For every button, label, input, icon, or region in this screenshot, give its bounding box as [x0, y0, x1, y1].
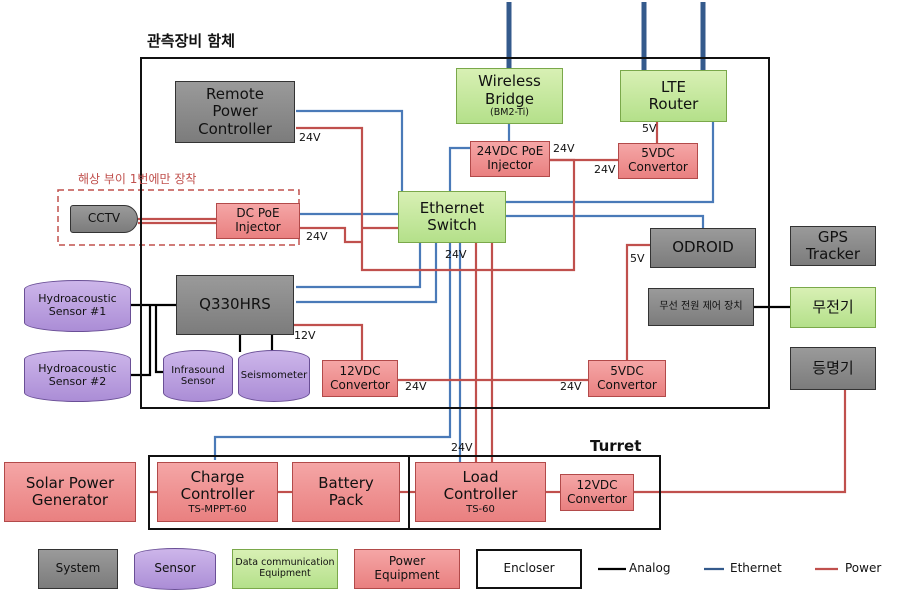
- load-controller-label: Load Controller: [443, 468, 518, 504]
- legend-sensor: Sensor: [134, 548, 216, 590]
- voltage-label: 5V: [642, 122, 657, 135]
- voltage-label: 24V: [445, 248, 467, 261]
- wireless-bridge-model: (BM2-Ti): [490, 106, 529, 118]
- voltage-label: 24V: [405, 380, 427, 393]
- convertor-12vdc-turret: 12VDC Convertor: [560, 474, 634, 511]
- voltage-label: 24V: [306, 230, 328, 243]
- analog-lines: [131, 303, 790, 377]
- legend-analog-label: Analog: [629, 561, 671, 575]
- legend-encloser: Encloser: [476, 549, 582, 589]
- charge-controller-label: Charge Controller: [180, 468, 255, 504]
- beacon-light: 등명기: [790, 347, 876, 390]
- wireless-bridge-label: Wireless Bridge: [478, 72, 541, 108]
- convertor-12vdc-mid: 12VDC Convertor: [322, 360, 398, 397]
- legend-data-communication: Data communication Equipment: [232, 549, 338, 589]
- voltage-label: 24V: [553, 142, 575, 155]
- charge-controller-model: TS-MPPT-60: [188, 503, 247, 515]
- turret-title: Turret: [590, 437, 642, 455]
- charge-controller: Charge Controller TS-MPPT-60: [157, 462, 278, 522]
- voltage-label: 24V: [560, 380, 582, 393]
- load-controller: Load Controller TS-60: [415, 462, 546, 522]
- voltage-label: 5V: [630, 252, 645, 265]
- battery-pack: Battery Pack: [292, 462, 400, 522]
- voltage-label: 12V: [294, 329, 316, 342]
- odroid: ODROID: [650, 228, 756, 268]
- radio: 무전기: [790, 287, 876, 328]
- buoy-note: 해상 부이 1번에만 장착: [78, 172, 197, 186]
- hydroacoustic-sensor-2: Hydroacoustic Sensor #2: [24, 350, 131, 402]
- q330hrs: Q330HRS: [176, 275, 294, 335]
- buoy-note-dashed-box: [57, 189, 300, 246]
- wireless-power-control-unit: 무선 전원 제어 장치: [648, 288, 754, 326]
- gps-tracker: GPS Tracker: [790, 226, 876, 266]
- legend-power-equipment: Power Equipment: [354, 549, 460, 589]
- cctv: CCTV: [70, 205, 138, 233]
- poe-injector-24vdc: 24VDC PoE Injector: [470, 141, 550, 177]
- solar-power-generator: Solar Power Generator: [4, 462, 136, 522]
- voltage-label: 24V: [594, 163, 616, 176]
- legend-power-label: Power: [845, 561, 882, 575]
- turret-frame: [408, 455, 661, 530]
- legend-ethernet-label: Ethernet: [730, 561, 782, 575]
- enclosure-frame: [140, 57, 770, 409]
- legend-system: System: [38, 549, 118, 589]
- lte-router: LTE Router: [620, 70, 727, 122]
- convertor-5vdc-bottom: 5VDC Convertor: [588, 360, 666, 397]
- ethernet-switch: Ethernet Switch: [398, 191, 506, 243]
- dc-poe-injector: DC PoE Injector: [216, 203, 300, 239]
- enclosure-title: 관측장비 함체: [147, 32, 236, 50]
- infrasound-sensor: Infrasound Sensor: [163, 350, 233, 402]
- seismometer: Seismometer: [238, 350, 310, 402]
- load-controller-model: TS-60: [466, 503, 495, 515]
- voltage-label: 24V: [299, 131, 321, 144]
- hydroacoustic-sensor-1: Hydroacoustic Sensor #1: [24, 280, 131, 332]
- voltage-label: 24V: [451, 441, 473, 454]
- remote-power-controller: Remote Power Controller: [175, 81, 295, 143]
- convertor-5vdc-top: 5VDC Convertor: [618, 143, 698, 179]
- wireless-bridge: Wireless Bridge (BM2-Ti): [456, 68, 563, 124]
